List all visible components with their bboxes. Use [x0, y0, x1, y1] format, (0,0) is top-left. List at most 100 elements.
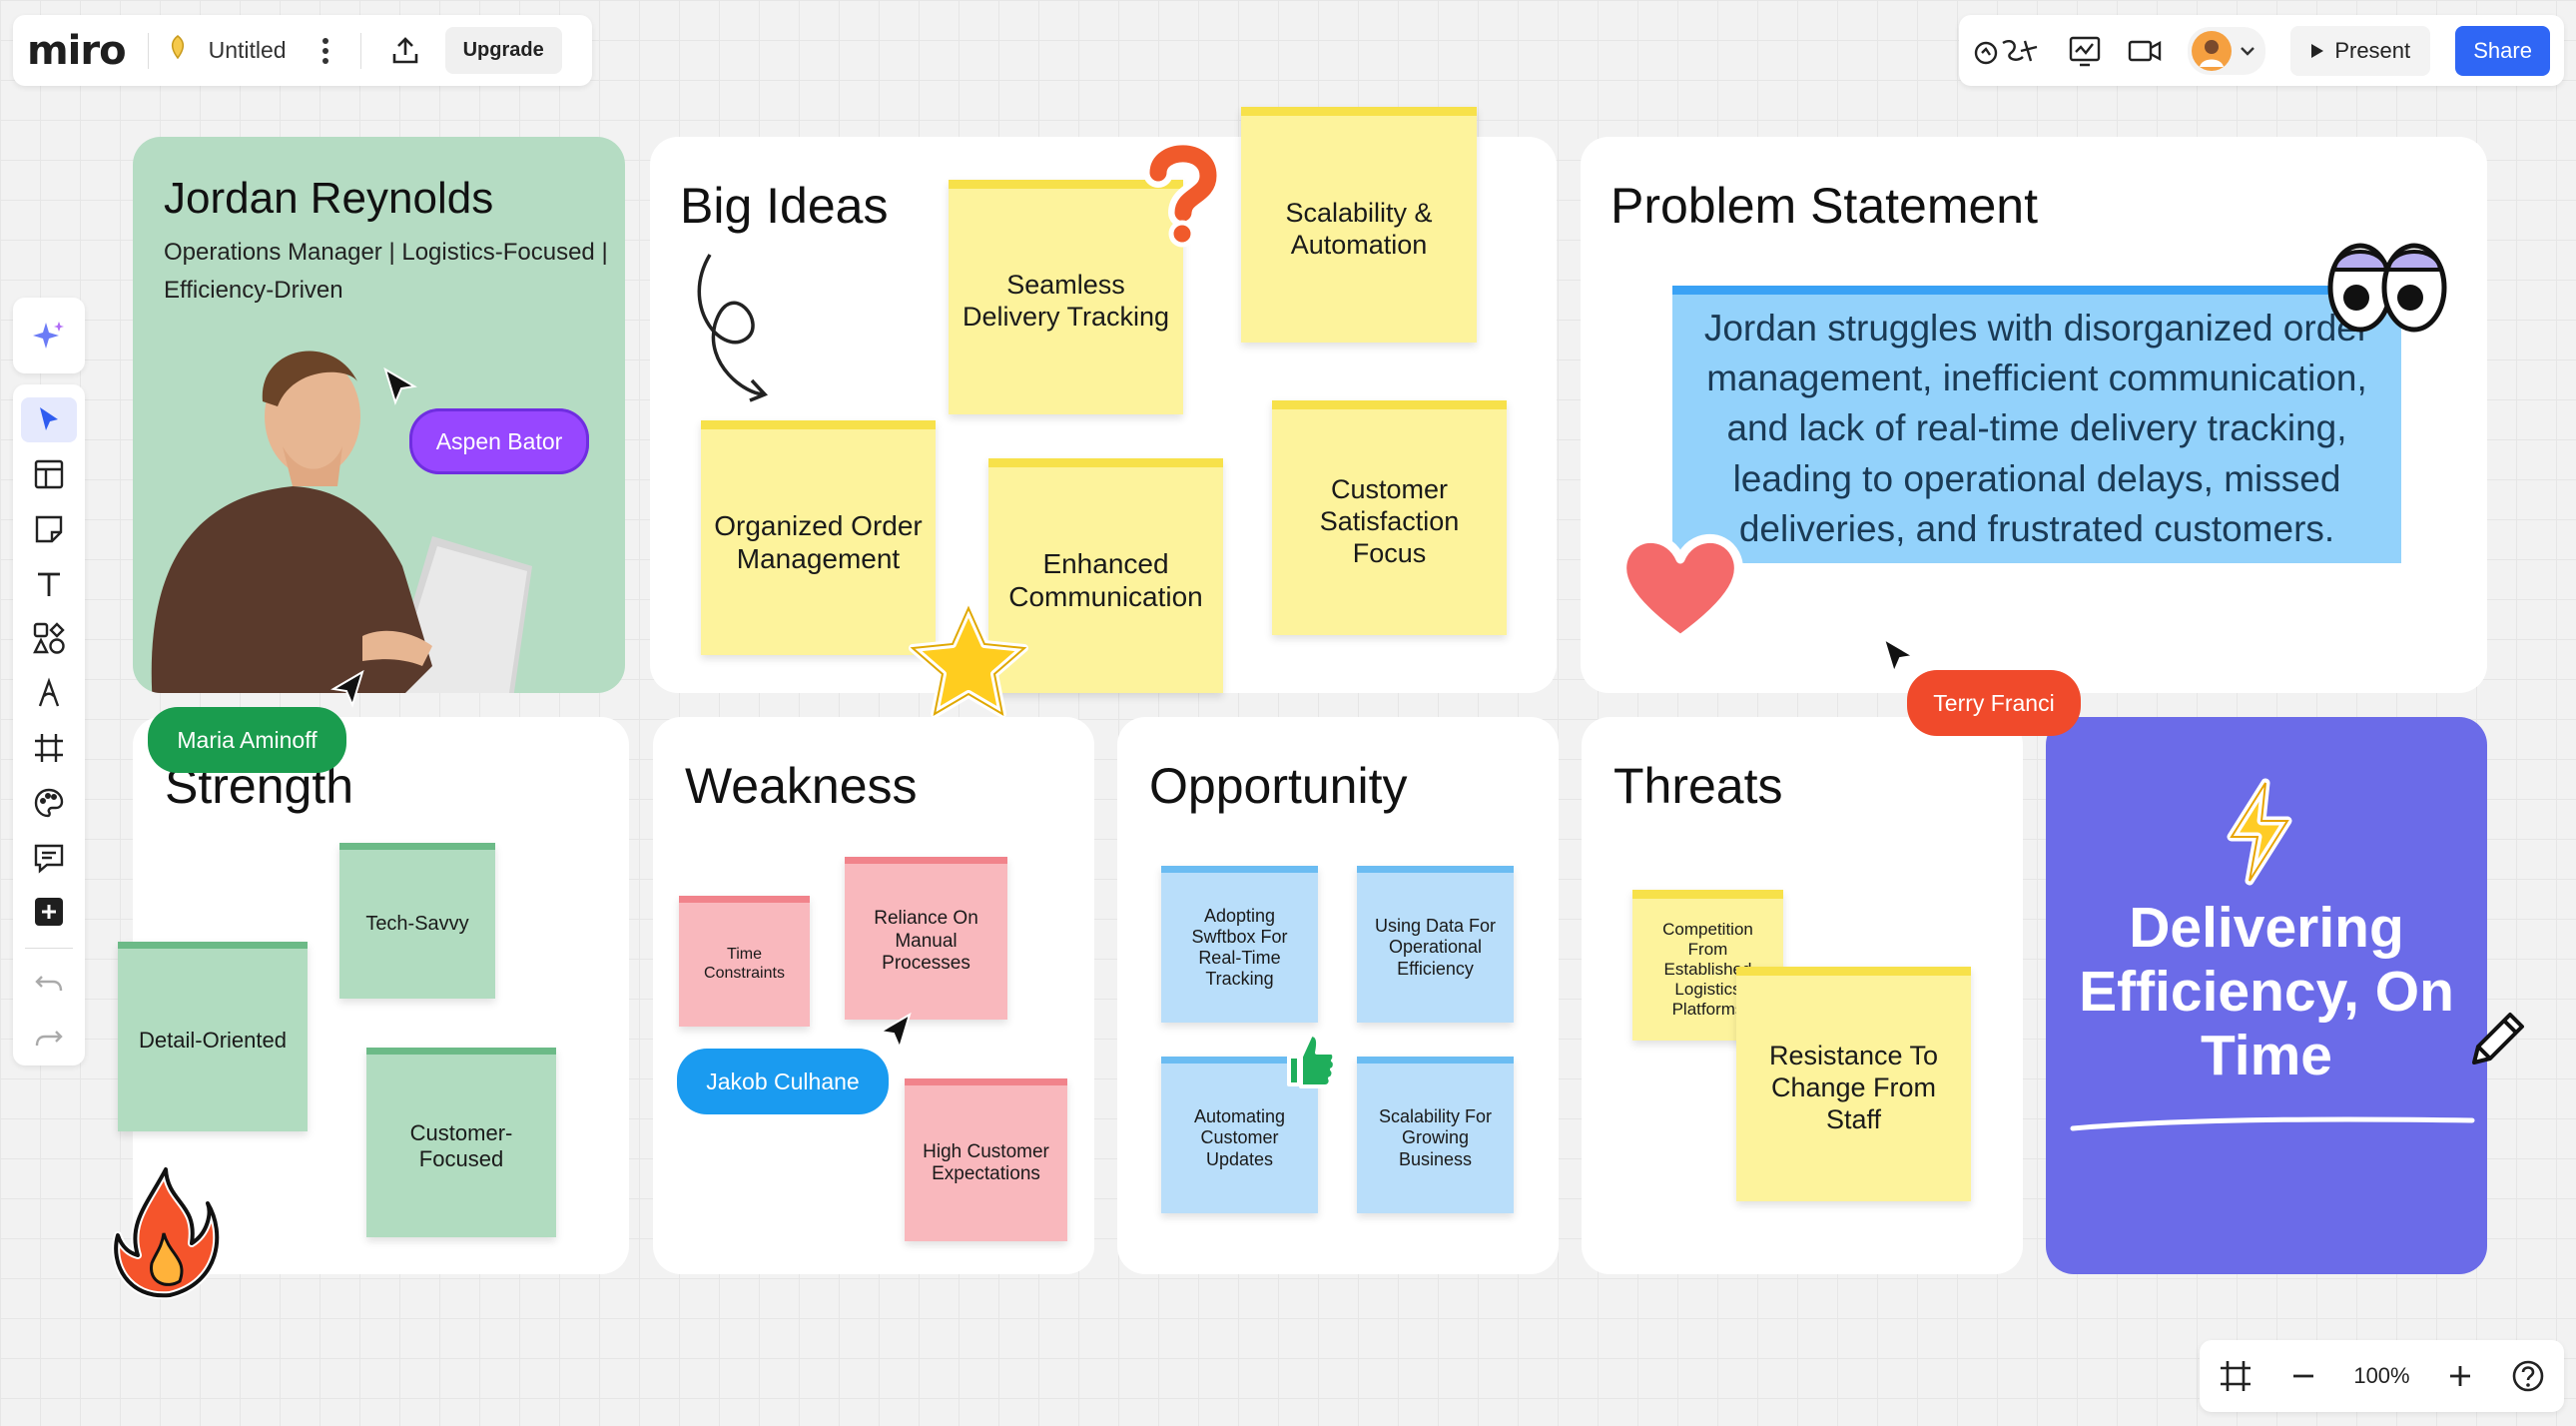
sticky-resistance-change[interactable]: Resistance To Change From Staff — [1736, 967, 1971, 1201]
cursor-tag-aspen: Aspen Bator — [409, 408, 589, 474]
cursor-pointer-icon — [878, 1012, 912, 1051]
problem-statement-card[interactable]: Problem Statement Jordan struggles with … — [1581, 137, 2487, 693]
heart-sticker[interactable] — [1615, 529, 1745, 649]
problem-statement-text: Jordan struggles with disorganized order… — [1672, 286, 2401, 563]
sticky-high-expectations[interactable]: High Customer Expectations — [905, 1078, 1067, 1241]
underline-stroke — [2070, 1116, 2475, 1131]
pen-tool[interactable] — [21, 671, 77, 716]
slogan-card[interactable]: Delivering Efficiency, On Time — [2046, 717, 2487, 1274]
present-label: Present — [2334, 37, 2411, 63]
video-call-icon[interactable] — [2127, 37, 2163, 65]
persona-name: Jordan Reynolds — [164, 174, 494, 223]
frame-tool[interactable] — [21, 726, 77, 771]
sticky-detail-oriented[interactable]: Detail-Oriented — [118, 942, 308, 1131]
divider — [359, 32, 361, 69]
redo-icon — [35, 1030, 63, 1046]
share-button[interactable]: Share — [2455, 25, 2550, 76]
frame-icon — [2220, 1361, 2251, 1391]
cursor-pointer-icon — [330, 669, 364, 708]
sticky-customer-satisfaction[interactable]: Customer Satisfaction Focus — [1272, 400, 1507, 635]
cursor-tag-jakob: Jakob Culhane — [677, 1049, 889, 1114]
opportunity-title: Opportunity — [1149, 758, 1408, 814]
help-button[interactable] — [2511, 1359, 2545, 1393]
zoom-in-button[interactable] — [2447, 1363, 2473, 1389]
sticky-organized-order[interactable]: Organized Order Management — [701, 420, 936, 655]
thumbs-up-sticker[interactable] — [1281, 1029, 1339, 1090]
sticky-using-data[interactable]: Using Data For Operational Efficiency — [1357, 866, 1514, 1023]
sticky-scalability-automation[interactable]: Scalability & Automation — [1241, 107, 1477, 343]
comment-tool[interactable] — [21, 835, 77, 880]
reactions-icon[interactable] — [1973, 33, 2043, 69]
timer-chart-icon[interactable] — [2068, 35, 2102, 67]
undo-icon — [35, 975, 63, 991]
sticky-scalability-growing[interactable]: Scalability For Growing Business — [1357, 1057, 1514, 1213]
toolbar-divider — [25, 947, 73, 949]
text-tool[interactable] — [21, 561, 77, 606]
board-title[interactable]: Untitled — [208, 37, 287, 63]
slogan-text: Delivering Efficiency, On Time — [2079, 896, 2454, 1087]
cursor-tag-terry: Terry Franci — [1907, 670, 2081, 736]
persona-role-line2: Efficiency-Driven — [164, 277, 343, 304]
ai-assist-tool[interactable] — [21, 308, 77, 363]
user-avatar-dropdown[interactable] — [2188, 26, 2266, 75]
sticky-time-constraints[interactable]: Time Constraints — [679, 896, 810, 1027]
plus-box-icon — [35, 898, 63, 927]
miro-logo[interactable]: miro — [27, 27, 127, 74]
present-button[interactable]: Present — [2290, 25, 2431, 76]
persona-role-line1: Operations Manager | Logistics-Focused | — [164, 239, 608, 266]
fit-frame-button[interactable] — [2219, 1359, 2253, 1393]
squiggle-arrow-icon — [697, 254, 769, 402]
shapes-tool[interactable] — [21, 616, 77, 661]
cursor-pointer-icon — [1882, 636, 1916, 675]
board-emoji-icon[interactable] — [165, 34, 191, 67]
select-tool[interactable] — [21, 397, 77, 442]
left-toolbar — [13, 298, 85, 373]
comment-icon — [34, 844, 64, 874]
more-options-icon[interactable] — [321, 36, 330, 66]
threats-title: Threats — [1613, 758, 1783, 814]
sticky-reliance-manual[interactable]: Reliance On Manual Processes — [845, 857, 1007, 1020]
eyes-sticker[interactable] — [2322, 230, 2448, 340]
zoom-level[interactable]: 100% — [2353, 1363, 2410, 1388]
sticky-enhanced-communication[interactable]: Enhanced Communication — [988, 458, 1223, 693]
sticky-seamless-delivery[interactable]: Seamless Delivery Tracking — [949, 180, 1183, 414]
divider — [147, 32, 149, 69]
sparkle-icon — [33, 322, 64, 349]
top-left-bar: miro Untitled Upgrade — [13, 15, 592, 86]
export-icon[interactable] — [389, 35, 421, 67]
sticky-tech-savvy[interactable]: Tech-Savvy — [339, 843, 495, 999]
zoom-out-button[interactable] — [2290, 1363, 2316, 1389]
frame-icon — [35, 733, 63, 762]
cursor-pointer-icon — [383, 366, 417, 405]
stickers-tool[interactable] — [21, 780, 77, 825]
persona-card[interactable]: Jordan Reynolds Operations Manager | Log… — [133, 137, 625, 693]
left-toolbar-main — [13, 384, 85, 1066]
templates-tool[interactable] — [21, 452, 77, 497]
cursor-tag-maria: Maria Aminoff — [148, 707, 346, 773]
chevron-down-icon — [2240, 46, 2255, 56]
top-right-bar: Present Share — [1959, 15, 2564, 86]
persona-photo — [151, 351, 532, 693]
templates-icon — [34, 459, 64, 489]
fire-sticker[interactable] — [108, 1163, 224, 1303]
redo-button[interactable] — [21, 1016, 77, 1061]
cursor-icon — [40, 407, 58, 431]
plus-icon — [2450, 1366, 2471, 1386]
play-icon — [2311, 43, 2324, 58]
sticky-note-tool[interactable] — [21, 507, 77, 552]
sticky-note-icon — [35, 515, 63, 543]
avatar — [2192, 30, 2233, 71]
lightning-sticker — [2227, 778, 2292, 886]
question-mark-sticker[interactable] — [1138, 138, 1222, 248]
upgrade-button[interactable]: Upgrade — [444, 27, 562, 74]
star-sticker[interactable] — [907, 602, 1030, 726]
pencil-icon — [2472, 1013, 2524, 1065]
big-ideas-title: Big Ideas — [680, 178, 889, 234]
sticky-adopting-swftbox[interactable]: Adopting Swftbox For Real-Time Tracking — [1161, 866, 1318, 1023]
text-icon — [38, 572, 60, 596]
undo-button[interactable] — [21, 961, 77, 1006]
weakness-title: Weakness — [685, 758, 918, 814]
help-icon — [2512, 1360, 2544, 1392]
sticky-customer-focused[interactable]: Customer-Focused — [366, 1048, 556, 1237]
add-more-tool[interactable] — [21, 890, 77, 935]
